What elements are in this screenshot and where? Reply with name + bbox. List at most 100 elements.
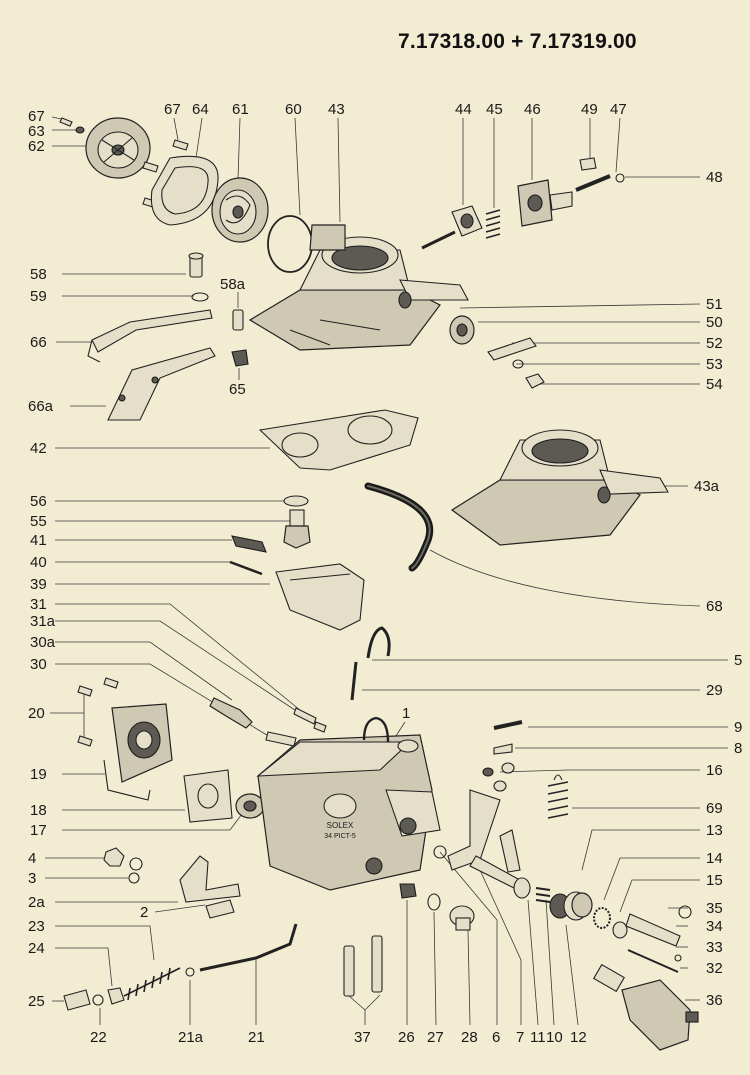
- pin-40-icon: [229, 535, 267, 576]
- callout-68: 68: [706, 598, 723, 615]
- callout-47: 47: [610, 101, 627, 118]
- rod-21-icon: [185, 923, 298, 977]
- callout-15: 15: [706, 872, 723, 889]
- callout-43a: 43a: [694, 478, 720, 495]
- callout-33: 33: [706, 939, 723, 956]
- bracket-66-icon: [87, 309, 213, 363]
- float-39-icon: [275, 563, 365, 631]
- callout-66a: 66a: [28, 398, 54, 415]
- callout-61: 61: [232, 101, 249, 118]
- callout-37: 37: [354, 1029, 371, 1046]
- callout-7: 7: [516, 1029, 524, 1046]
- fuel-hose-68-icon: [364, 482, 434, 572]
- callout-23: 23: [28, 918, 45, 935]
- screw-67-icon: [59, 117, 85, 134]
- callout-8: 8: [734, 740, 742, 757]
- callout-66: 66: [30, 334, 47, 351]
- callout-59: 59: [30, 288, 47, 305]
- callout-51: 51: [706, 296, 723, 313]
- gasket-42-icon: [258, 409, 419, 471]
- callout-67a: 67: [28, 108, 45, 125]
- callout-48: 48: [706, 169, 723, 186]
- callout-1: 1: [402, 705, 410, 722]
- carburetor-top-43a-icon: [450, 429, 669, 546]
- cutoff-valve-36-icon: [592, 963, 699, 1051]
- callout-20: 20: [28, 705, 45, 722]
- callout-27: 27: [427, 1029, 444, 1046]
- washer-27-icon: [427, 893, 441, 911]
- callout-18: 18: [30, 802, 47, 819]
- o-ring-60-icon: [267, 215, 313, 273]
- callout-4: 4: [28, 850, 36, 867]
- callout-3: 3: [28, 870, 36, 887]
- pump-cover-46-icon: [517, 179, 573, 227]
- callout-32: 32: [706, 960, 723, 977]
- part-number-header: 7.17318.00 + 7.17319.00: [398, 30, 637, 53]
- needle-32-icon: [627, 949, 682, 973]
- callout-25: 25: [28, 993, 45, 1010]
- callout-11: 11: [530, 1029, 546, 1046]
- callout-64: 64: [192, 101, 209, 118]
- callout-46: 46: [524, 101, 541, 118]
- callout-31a: 31a: [30, 613, 56, 630]
- callout-2: 2: [140, 904, 148, 921]
- callout-10: 10: [546, 1029, 563, 1046]
- callout-49: 49: [581, 101, 598, 118]
- adjust-screw-25-icon: [63, 987, 125, 1011]
- emulsion-tubes-37-icon: [343, 935, 383, 997]
- callout-12: 12: [570, 1029, 587, 1046]
- callout-24: 24: [28, 940, 45, 957]
- callout-21: 21: [248, 1029, 265, 1046]
- callout-54: 54: [706, 376, 723, 393]
- nut-4-icon: [103, 847, 143, 884]
- callout-50: 50: [706, 314, 723, 331]
- jets-30-31-icon: [209, 697, 327, 747]
- diaphragm-18-icon: [183, 769, 233, 823]
- plug-28-icon: [449, 905, 475, 931]
- callout-56: 56: [30, 493, 47, 510]
- callout-42: 42: [30, 440, 47, 457]
- callout-40: 40: [30, 554, 47, 571]
- leader-lines: [45, 116, 728, 1026]
- callout-5: 5: [734, 652, 742, 669]
- callout-31: 31: [30, 596, 47, 613]
- washer-7-icon: [433, 845, 447, 859]
- callout-29: 29: [706, 682, 723, 699]
- callout-22: 22: [90, 1029, 107, 1046]
- spring-45-icon: [485, 209, 501, 239]
- callout-43: 43: [328, 101, 345, 118]
- float-valve-44-icon: [421, 205, 483, 250]
- spring-cap-17-icon: [235, 793, 265, 819]
- callout-6: 6: [492, 1029, 500, 1046]
- small-parts-8-9-16-icon: [482, 720, 523, 792]
- callout-53: 53: [706, 356, 723, 373]
- callout-35: 35: [706, 900, 723, 917]
- callout-63: 63: [28, 123, 45, 140]
- callout-2a: 2a: [28, 894, 45, 911]
- callout-26: 26: [398, 1029, 415, 1046]
- gasket-64-icon: [150, 155, 219, 226]
- tube-5-icon: [350, 626, 391, 701]
- body-stamp-line2: 34 PICT-5: [324, 833, 356, 840]
- callout-39: 39: [30, 576, 47, 593]
- jet-26-icon: [399, 883, 417, 899]
- callout-16: 16: [706, 762, 723, 779]
- bracket-2-icon: [179, 855, 241, 919]
- screw-49-icon: [575, 157, 625, 192]
- jet-55-icon: [283, 495, 311, 549]
- clip-65-icon: [231, 349, 249, 367]
- pump-body-19-icon: [103, 703, 173, 801]
- callout-14: 14: [706, 850, 723, 867]
- callout-45: 45: [486, 101, 503, 118]
- screw-58-icon: [188, 252, 209, 302]
- throttle-lever-6-icon: [447, 789, 521, 891]
- spring-69-icon: [547, 774, 569, 819]
- cover-62-icon: [85, 117, 151, 179]
- choke-linkage-icon: [449, 315, 545, 389]
- callout-60: 60: [285, 101, 302, 118]
- callout-30a: 30a: [30, 634, 56, 651]
- callout-41: 41: [30, 532, 47, 549]
- screws-20-icon: [77, 677, 119, 747]
- callout-52: 52: [706, 335, 723, 352]
- callout-55: 55: [30, 513, 47, 530]
